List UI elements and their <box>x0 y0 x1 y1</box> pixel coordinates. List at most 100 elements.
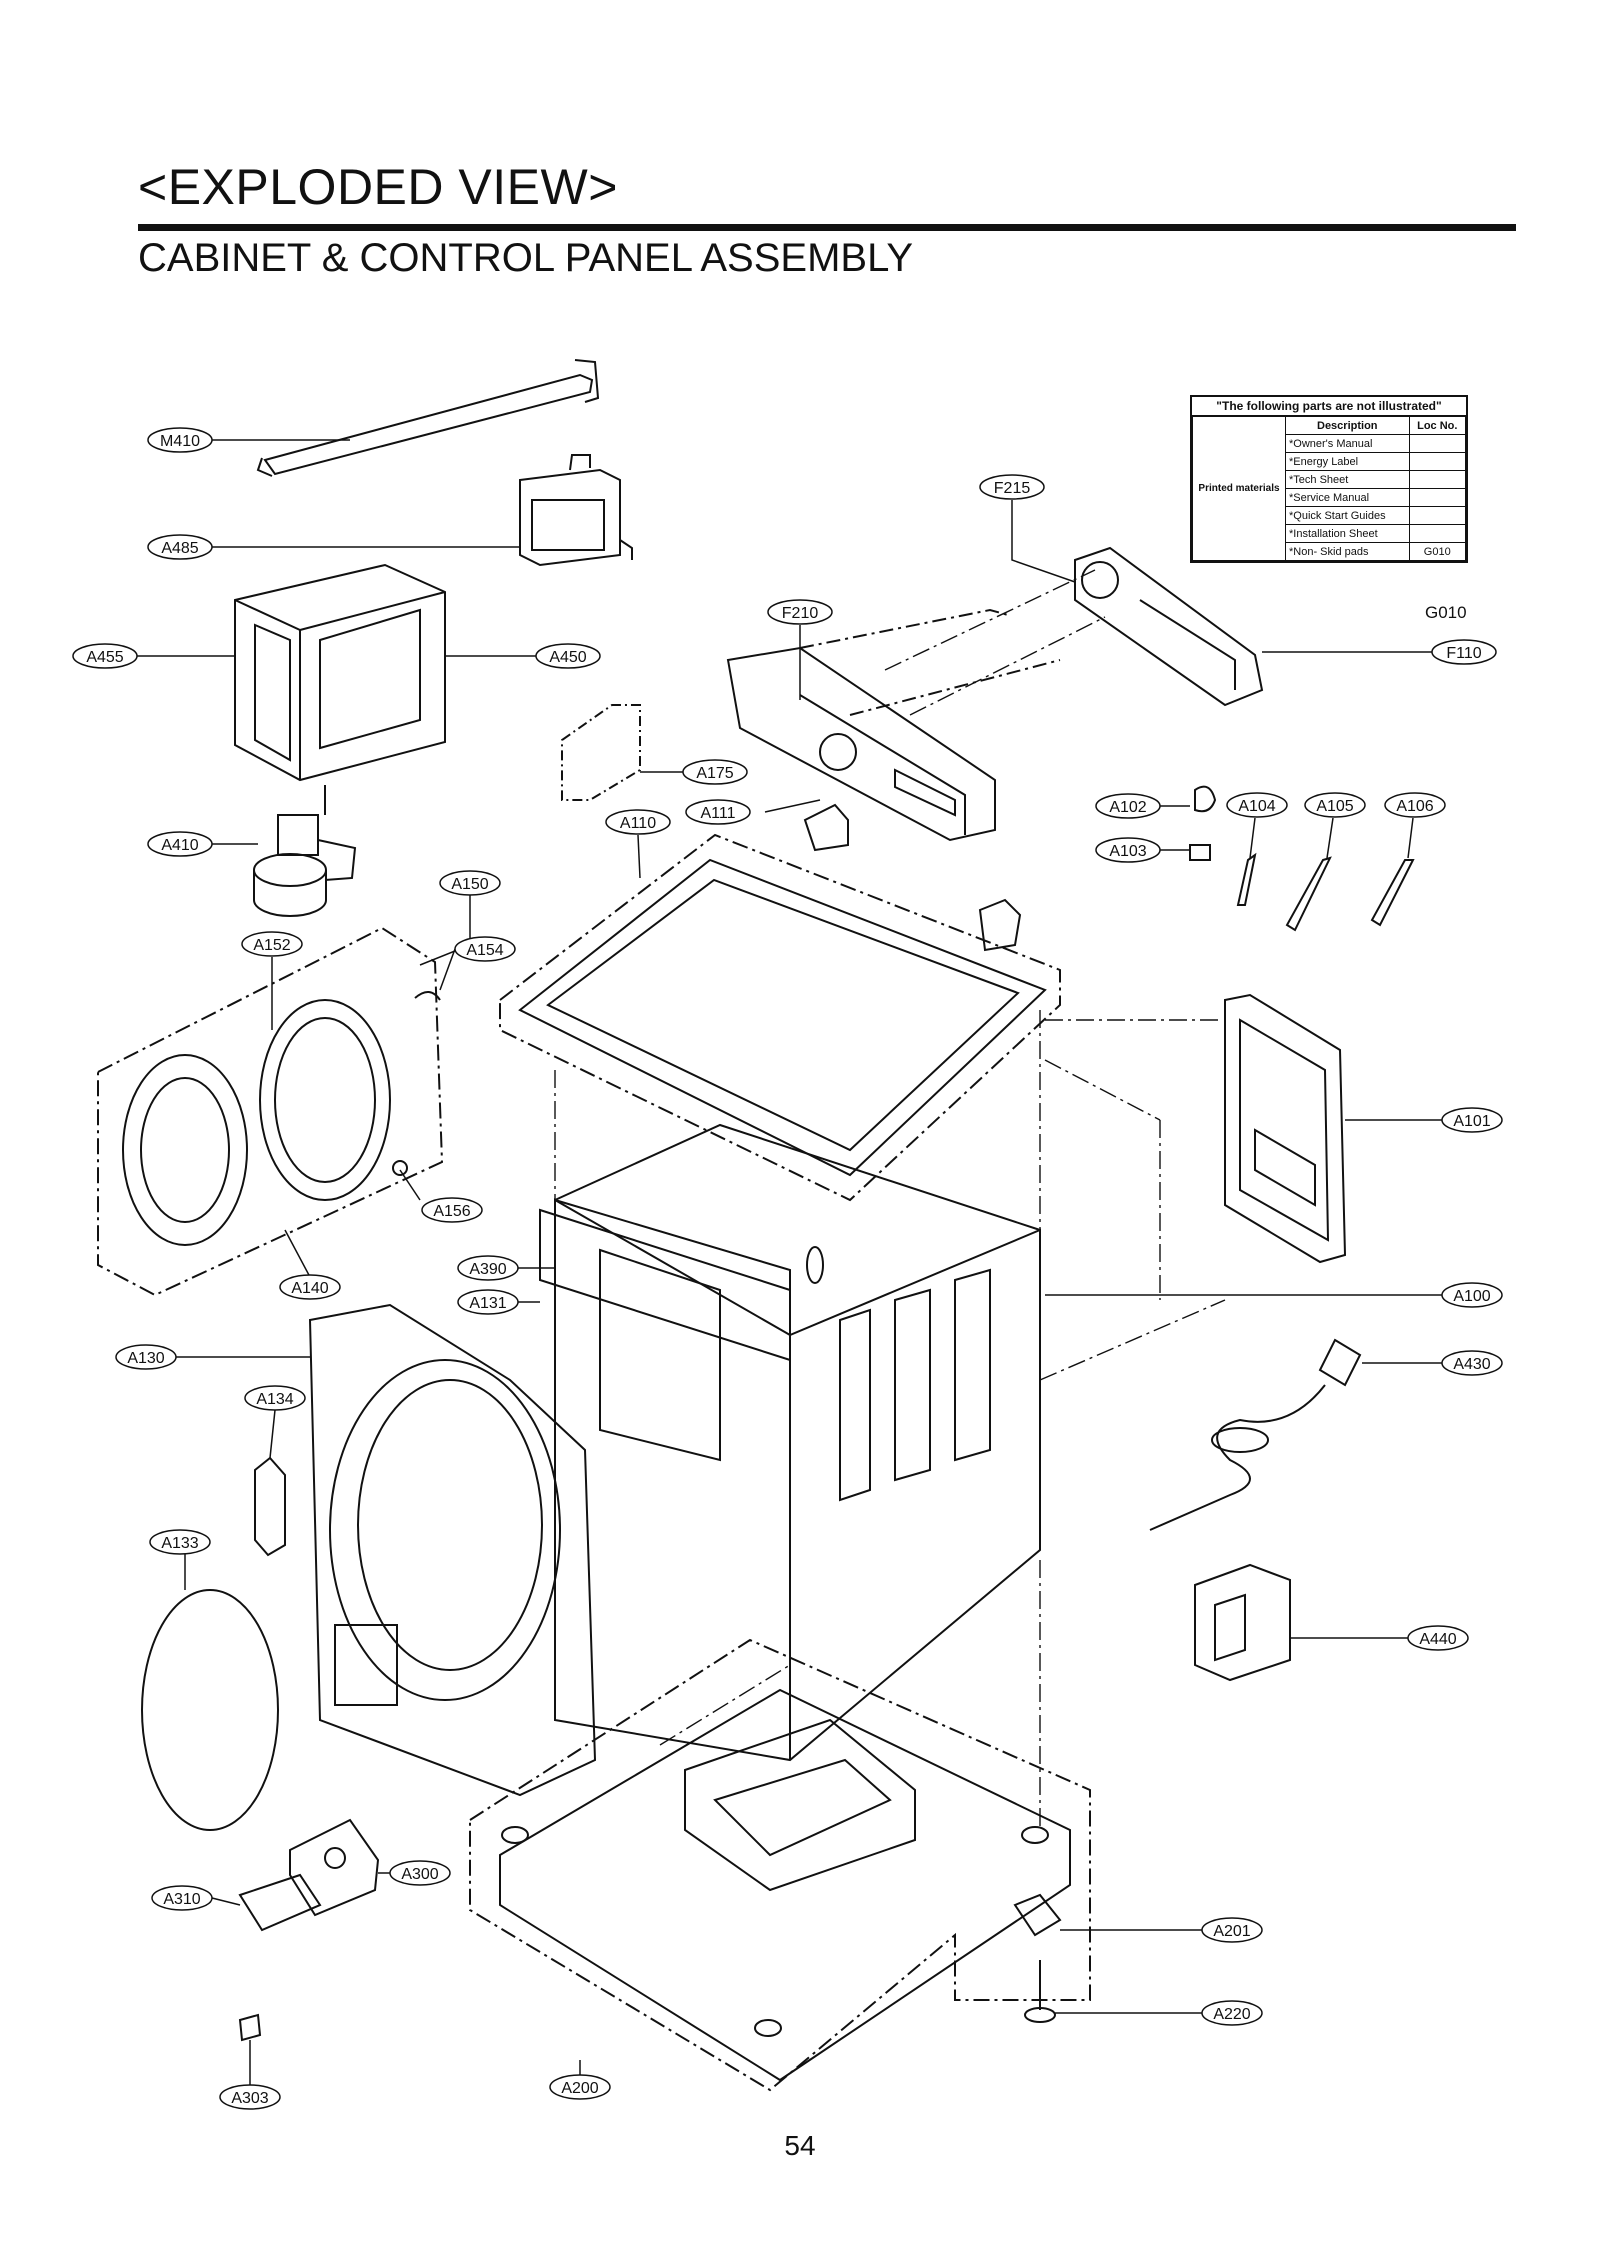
svg-text:A485: A485 <box>161 540 198 557</box>
svg-text:A220: A220 <box>1213 2006 1250 2023</box>
callout-a110: A110 <box>605 809 671 835</box>
callout-a130: A130 <box>115 1344 177 1370</box>
callout-a102: A102 <box>1095 793 1161 819</box>
svg-text:A410: A410 <box>161 837 198 854</box>
callout-a134: A134 <box>244 1385 306 1411</box>
callout-a310: A310 <box>151 1885 213 1911</box>
a200-base-part <box>469 1638 1091 2092</box>
callout-f215: F215 <box>979 474 1045 500</box>
callout-a106: A106 <box>1384 792 1446 818</box>
callout-a450: A450 <box>535 643 601 669</box>
a152-door-glass-part <box>122 1054 248 1246</box>
svg-text:A455: A455 <box>86 649 123 666</box>
svg-text:A106: A106 <box>1396 798 1433 815</box>
leader-lines <box>136 439 1444 2085</box>
door-assembly-group <box>97 926 444 1297</box>
loc-header: Loc No. <box>1408 416 1467 435</box>
a450-pcb-part <box>234 563 446 782</box>
projection-lines <box>554 569 1226 1830</box>
svg-text:M410: M410 <box>160 433 200 450</box>
svg-text:A450: A450 <box>549 649 586 666</box>
callout-a100: A100 <box>1441 1282 1503 1308</box>
svg-text:A102: A102 <box>1109 799 1146 816</box>
svg-text:A105: A105 <box>1316 798 1353 815</box>
a156-part <box>392 1160 408 1176</box>
svg-text:A201: A201 <box>1213 1923 1250 1940</box>
svg-text:A440: A440 <box>1419 1631 1456 1648</box>
a220-foot-part <box>1024 1960 1056 2023</box>
svg-text:A154: A154 <box>466 942 503 959</box>
category-cell: Printed materials <box>1192 416 1286 561</box>
callout-a133: A133 <box>149 1529 211 1555</box>
callout-a156: A156 <box>421 1197 483 1223</box>
a430-power-cord-part <box>1149 1338 1362 1531</box>
callout-f110: F110 <box>1431 639 1497 665</box>
callout-a201: A201 <box>1201 1917 1263 1943</box>
a101-back-panel-part <box>1224 993 1347 1264</box>
not-illustrated-table: "The following parts are not illustrated… <box>1190 395 1468 563</box>
callout-a410: A410 <box>147 831 213 857</box>
callout-a200: A200 <box>549 2074 611 2100</box>
svg-text:A111: A111 <box>701 805 736 822</box>
svg-text:A175: A175 <box>696 765 733 782</box>
a150-door-frame-part <box>259 999 391 1201</box>
item-service-manual: *Service Manual <box>1285 488 1410 507</box>
a130-door-part <box>308 1303 597 1797</box>
svg-text:A131: A131 <box>469 1295 506 1312</box>
f110-pcb-part <box>1074 546 1264 707</box>
svg-text:A101: A101 <box>1453 1113 1490 1130</box>
callout-a101: A101 <box>1441 1107 1503 1133</box>
page-subtitle: CABINET & CONTROL PANEL ASSEMBLY <box>138 236 914 280</box>
a440-filter-part <box>1194 1563 1291 1682</box>
svg-text:A110: A110 <box>620 815 656 832</box>
a175-pad-part <box>561 704 641 801</box>
callout-a104: A104 <box>1226 792 1288 818</box>
svg-text:A130: A130 <box>127 1350 164 1367</box>
title-divider <box>138 224 1516 231</box>
callout-a140: A140 <box>279 1274 341 1300</box>
item-energy-label: *Energy Label <box>1285 452 1410 471</box>
callout-a455: A455 <box>72 643 138 669</box>
svg-text:A300: A300 <box>401 1866 438 1883</box>
svg-text:A133: A133 <box>161 1535 198 1552</box>
loc-no-cell: G010 <box>1408 542 1467 561</box>
callout-m410: M410 <box>147 427 213 453</box>
cabinet-part <box>554 1123 1041 1762</box>
a485-bracket-part <box>519 454 633 567</box>
svg-text:F215: F215 <box>994 480 1031 497</box>
callout-a154: A154 <box>454 936 516 962</box>
page-title: <EXPLODED VIEW> <box>138 159 618 215</box>
not-illustrated-heading: "The following parts are not illustrated… <box>1192 397 1466 416</box>
a201-bracket-part <box>1013 1893 1062 1937</box>
svg-text:A156: A156 <box>433 1203 470 1220</box>
top-cover-part <box>499 833 1061 1202</box>
item-owners-manual: *Owner's Manual <box>1285 434 1410 453</box>
a111-bracket-right-part <box>978 898 1022 952</box>
svg-text:F210: F210 <box>782 605 819 622</box>
callout-a175: A175 <box>682 759 748 785</box>
svg-text:A100: A100 <box>1453 1288 1490 1305</box>
item-non-skid-pads: *Non- Skid pads <box>1285 542 1410 561</box>
a103-part <box>1189 844 1211 861</box>
callout-a440: A440 <box>1407 1625 1469 1651</box>
callout-a131: A131 <box>457 1289 519 1315</box>
a303-screw-part <box>238 2013 262 2042</box>
callout-a103: A103 <box>1095 837 1161 863</box>
svg-text:A134: A134 <box>256 1391 293 1408</box>
a106-part <box>1370 859 1415 927</box>
a410-motor-part <box>253 785 357 917</box>
a134-hinge-part <box>254 1456 286 1557</box>
description-header: Description <box>1285 416 1410 435</box>
m410-bracket-part <box>256 359 600 477</box>
a104-part <box>1236 852 1257 906</box>
callout-a485: A485 <box>147 534 213 560</box>
callout-a300: A300 <box>389 1860 451 1886</box>
svg-text:A140: A140 <box>291 1280 328 1297</box>
page-number: 54 <box>784 2130 816 2161</box>
callout-labels: M410 A485 A455 A450 A410 F215 F210 F110 … <box>72 427 1503 2110</box>
item-tech-sheet: *Tech Sheet <box>1285 470 1410 489</box>
callout-a220: A220 <box>1201 2000 1263 2026</box>
callout-a150: A150 <box>439 870 501 896</box>
a105-part <box>1285 856 1332 932</box>
